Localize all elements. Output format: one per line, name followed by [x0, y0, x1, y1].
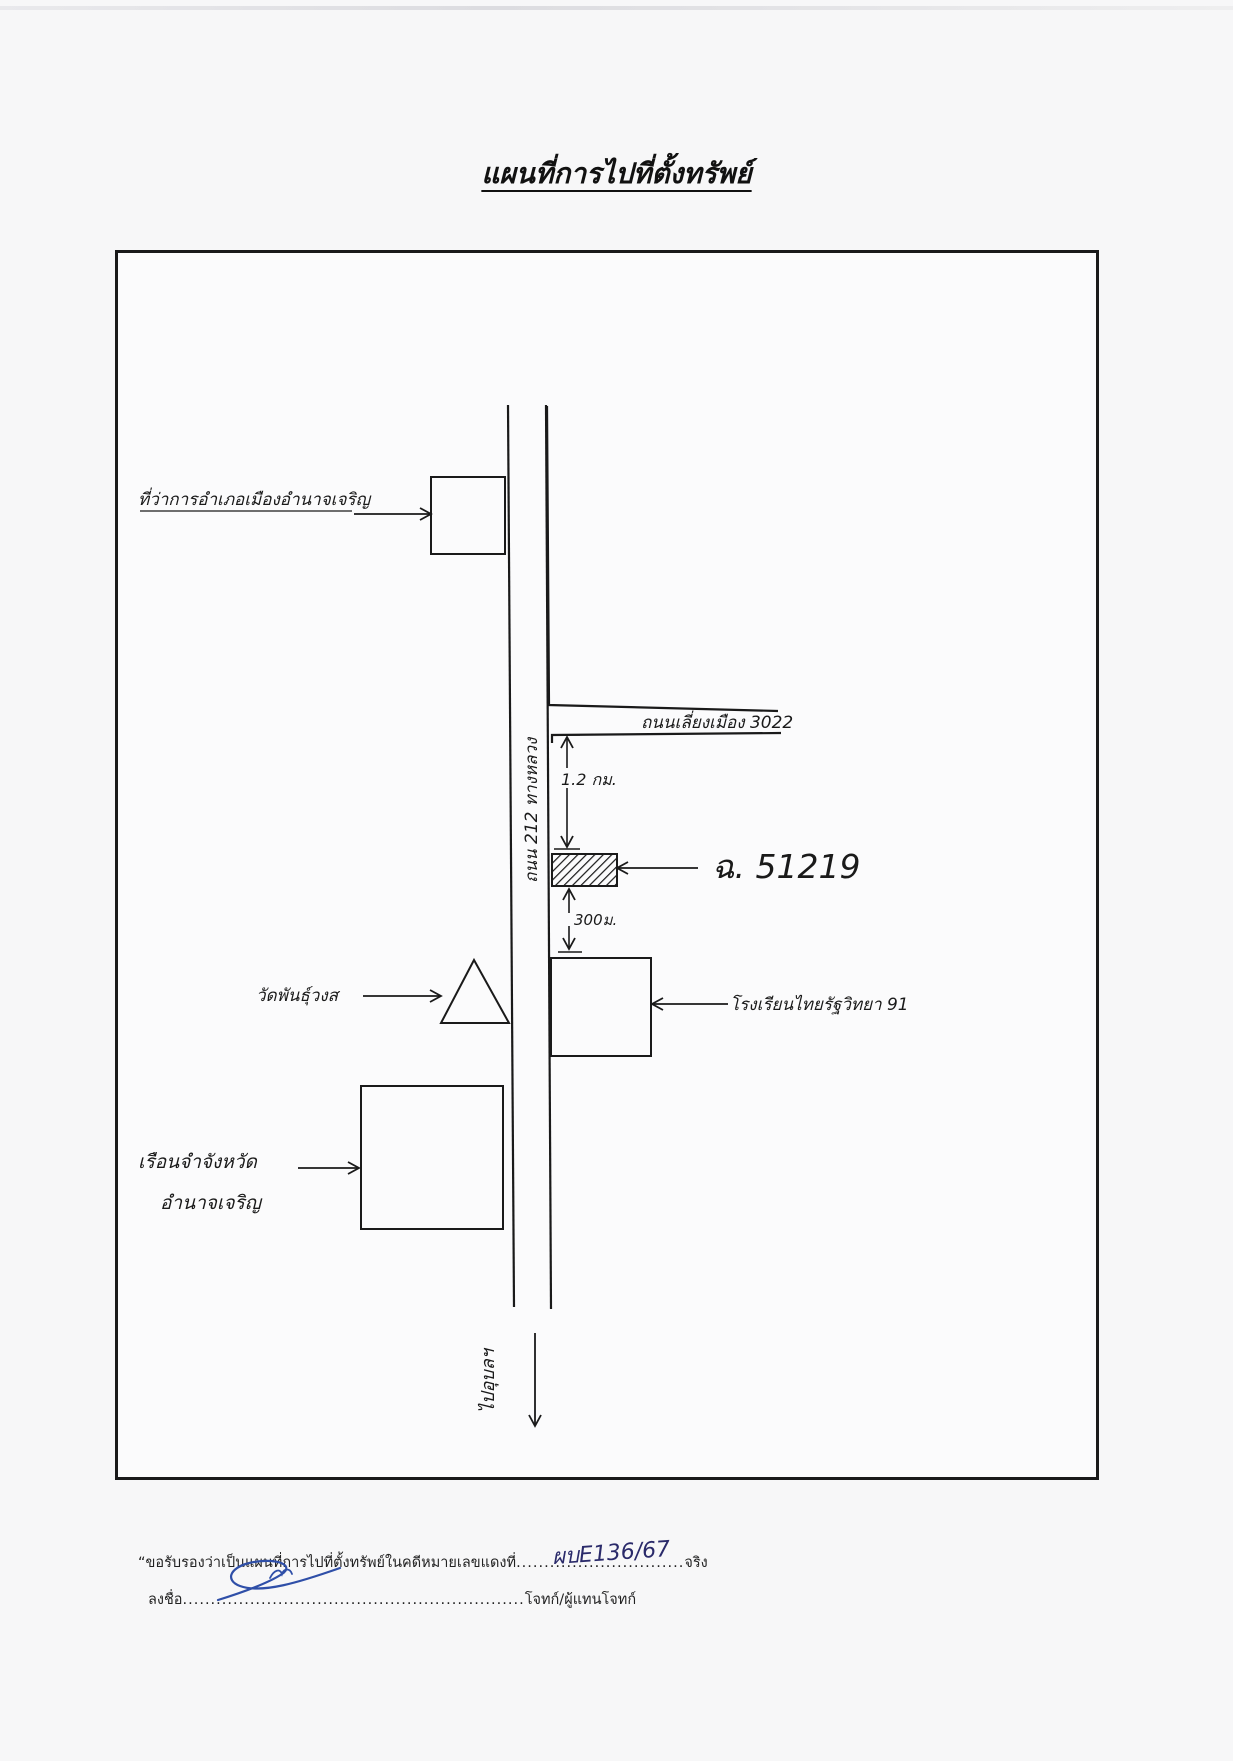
signature-role: โจทก์/ผู้แทนโจทก์ — [524, 1592, 637, 1608]
page-title: แผนที่การไปที่ตั้งทรัพย์ — [481, 157, 752, 190]
certification-line-1: “ขอรับรองว่าเป็นแผนที่การไปที่ตั้งทรัพย์… — [138, 1551, 708, 1574]
temple-triangle — [439, 957, 511, 1024]
school-label: โรงเรียนไทยรัฐวิทยา 91 — [730, 994, 909, 1015]
signature-mark — [216, 1559, 342, 1602]
property-parcel — [551, 853, 618, 887]
distance-north-label: 1.2 กม. — [561, 770, 617, 789]
certification-line-2: ลงชื่อ..................................… — [148, 1588, 636, 1611]
district-office-label: ที่ว่าการอำเภอเมืองอำนาจเจริญ — [138, 487, 372, 510]
certification-text-before: “ขอรับรองว่าเป็นแผนที่การไปที่ตั้งทรัพย์… — [138, 1555, 517, 1571]
highway-right-edge — [544, 404, 553, 1310]
prison-label-line2: อำนาจเจริญ — [160, 1192, 263, 1214]
direction-label: ไปอุบลฯ — [477, 1347, 499, 1413]
page-top-edge — [0, 6, 1233, 10]
prison-box — [360, 1085, 504, 1230]
highway-left-edge — [506, 404, 516, 1308]
distance-south-label: 300ม. — [574, 911, 617, 929]
highway-label: ถนน 212 ทางหลวง — [522, 736, 542, 883]
property-label: ฉ. 51219 — [712, 847, 860, 886]
temple-label: วัดพันธุ์วงส — [256, 986, 341, 1006]
signature-prefix: ลงชื่อ — [148, 1592, 183, 1608]
bypass-road-label: ถนนเลี่ยงเมือง 3022 — [641, 710, 793, 733]
signature-dots: ........................................… — [182, 1592, 525, 1608]
map-frame: ที่ว่าการอำเภอเมืองอำนาจเจริญ ถนนเลี่ยงเ… — [115, 250, 1099, 1480]
district-office-box — [430, 476, 506, 555]
prison-label-line1: เรือนจำจังหวัด — [138, 1151, 259, 1173]
bypass-road-upper-edge — [545, 405, 779, 713]
bypass-road-lower-edge — [550, 731, 782, 743]
hand-drawn-map: ที่ว่าการอำเภอเมืองอำนาจเจริญ ถนนเลี่ยงเ… — [138, 404, 909, 1428]
school-box — [550, 957, 652, 1057]
certification-text-after: จริง — [684, 1555, 708, 1571]
certification-dots-1: .............................. — [516, 1555, 685, 1571]
